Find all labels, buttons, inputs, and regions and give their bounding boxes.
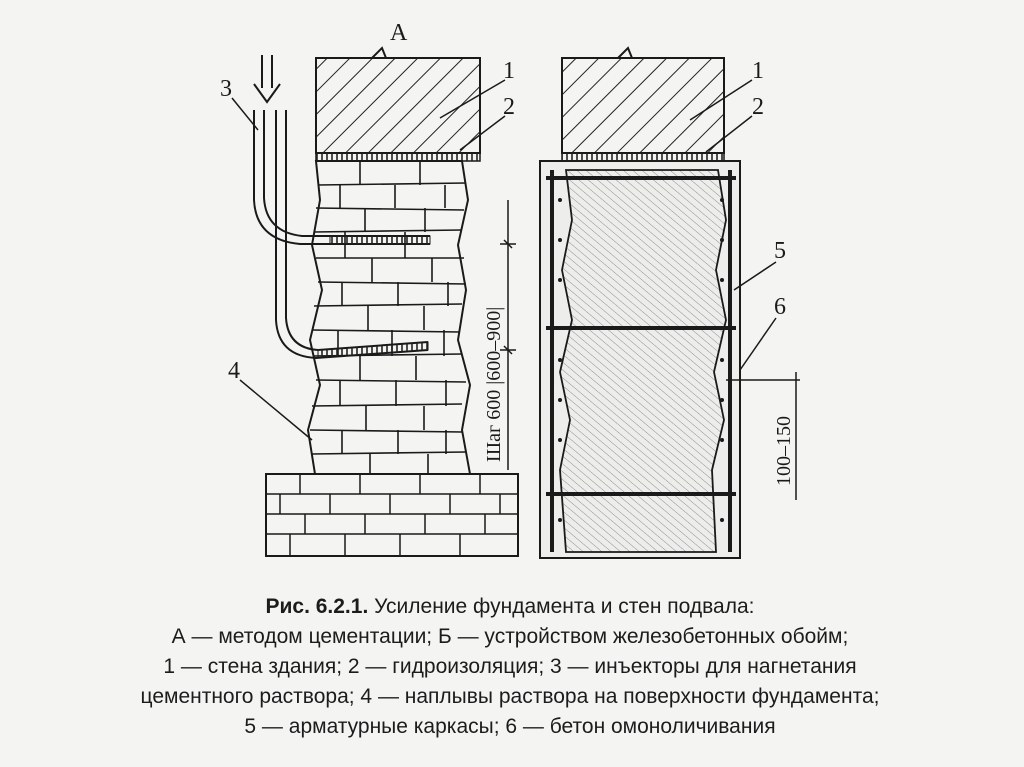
drawing-b: 1 2 5 6 100–150 (539, 46, 800, 559)
caption-title: Рис. 6.2.1. (265, 595, 369, 618)
section-label-a: А (390, 20, 408, 46)
label-b-6: 6 (774, 294, 786, 320)
label-a-3: 3 (220, 76, 232, 102)
foundation-footing-a (265, 473, 519, 557)
dimension-gap (726, 372, 800, 500)
masonry-courses-a (309, 161, 467, 474)
reinforcement-cage (546, 170, 736, 552)
drawing-a: А (220, 20, 519, 557)
injector-pipes (253, 110, 430, 360)
footing-courses-a (266, 474, 518, 556)
caption-line-1: Рис. 6.2.1. Усиление фундамента и стен п… (60, 592, 960, 622)
building-wall-a (315, 57, 481, 154)
caption-line-4: цементного раствора; 4 — наплывы раствор… (140, 685, 880, 708)
leader-lines-b (689, 79, 777, 371)
label-b-2: 2 (752, 94, 764, 120)
caption-line-2: А — методом цементации; Б — устройством … (171, 625, 849, 648)
label-b-1: 1 (752, 58, 764, 84)
rebar-dots (558, 198, 724, 522)
building-wall-b (561, 57, 725, 154)
label-a-1: 1 (503, 58, 515, 84)
label-a-4: 4 (228, 358, 240, 384)
section-mark-a (371, 46, 387, 59)
label-a-2: 2 (503, 94, 515, 120)
leader-lines-a (231, 79, 506, 441)
dimension-gap-text: 100–150 (773, 416, 795, 486)
waterproofing-b (561, 152, 725, 162)
caption-line-1-rest: Усиление фундамента и стен подвала: (368, 595, 755, 618)
wall-core-b (559, 169, 727, 553)
caption-line-5: 5 — арматурные каркасы; 6 — бетон омонол… (244, 715, 776, 738)
section-mark-b (617, 46, 633, 59)
injector-tip-lower (317, 341, 429, 359)
caption-line-3: 1 — стена здания; 2 — гидроизоляция; 3 —… (163, 655, 857, 678)
figure-caption: Рис. 6.2.1. Усиление фундамента и стен п… (60, 592, 960, 742)
waterproofing-a (315, 152, 481, 162)
label-b-5: 5 (774, 238, 786, 264)
dimension-step-text: Шаг 600 |600–900| (483, 307, 505, 462)
dimension-step (500, 200, 516, 470)
injector-tip-upper (329, 235, 431, 245)
flow-arrow-icon (253, 55, 281, 104)
